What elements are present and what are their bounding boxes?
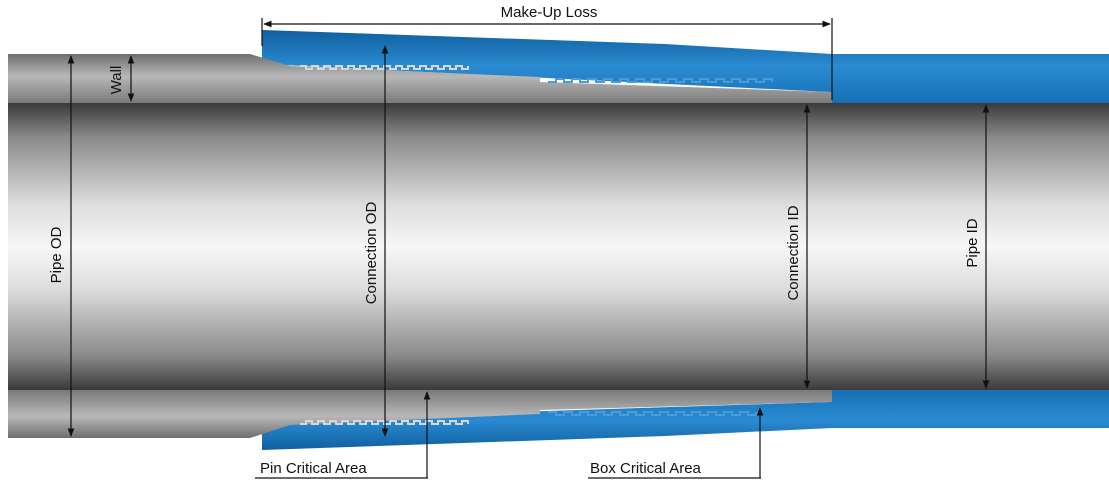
pipe-bore — [8, 103, 1109, 390]
thread-bottom-box — [548, 411, 757, 416]
connection-od-label: Connection OD — [363, 202, 380, 305]
pipe-od-label: Pipe OD — [48, 226, 65, 283]
box-top — [262, 30, 1109, 103]
pin-critical-area-label: Pin Critical Area — [260, 460, 367, 477]
make-up-loss-label: Make-Up Loss — [501, 4, 598, 21]
pipe-id-label: Pipe ID — [964, 218, 981, 267]
pin-wall-top — [8, 54, 832, 103]
connection-id-label: Connection ID — [785, 205, 802, 300]
box-bottom — [262, 390, 1109, 450]
pin-wall-bottom — [8, 390, 832, 438]
thread-top-box — [548, 78, 773, 83]
box-critical-area-label: Box Critical Area — [590, 460, 702, 477]
wall-label: Wall — [108, 66, 125, 95]
